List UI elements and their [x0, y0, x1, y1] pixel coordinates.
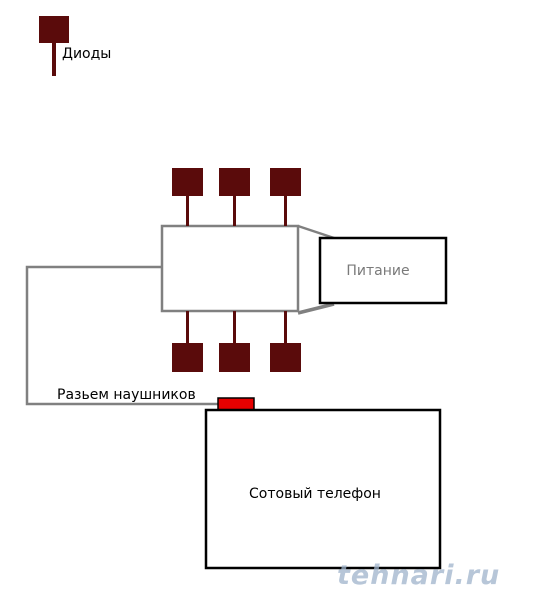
phone-label: Сотовый телефон — [249, 486, 381, 502]
diode-icon — [219, 168, 250, 196]
phone-box — [204, 408, 442, 570]
diode-icon — [219, 343, 250, 372]
power-wire-top — [297, 224, 335, 240]
diode-icon — [172, 343, 203, 372]
diode-lead — [233, 311, 236, 345]
diode-lead — [233, 196, 236, 226]
diode-icon — [270, 168, 301, 196]
power-label: Питание — [346, 263, 409, 279]
diode-icon — [39, 16, 69, 43]
diode-lead — [284, 311, 287, 345]
jack-label: Разьем наушников — [57, 387, 196, 403]
watermark: tehnari.ru — [337, 560, 500, 591]
diode-icon — [270, 343, 301, 372]
diode-lead — [186, 196, 189, 226]
diode-lead — [186, 311, 189, 345]
diode-bottom-3 — [270, 311, 301, 372]
wire-to-jack — [25, 265, 218, 406]
diode-bottom-2 — [219, 311, 250, 372]
legend-label: Диоды — [62, 46, 111, 62]
power-wire-bottom — [297, 302, 335, 315]
power-box — [318, 236, 448, 305]
diode-bottom-1 — [172, 311, 203, 372]
legend-diode — [39, 16, 69, 76]
diode-board — [160, 224, 300, 313]
diode-lead — [284, 196, 287, 226]
diode-top-2 — [219, 168, 250, 226]
diode-icon — [172, 168, 203, 196]
diode-top-1 — [172, 168, 203, 226]
diode-lead — [52, 43, 56, 76]
diode-top-3 — [270, 168, 301, 226]
